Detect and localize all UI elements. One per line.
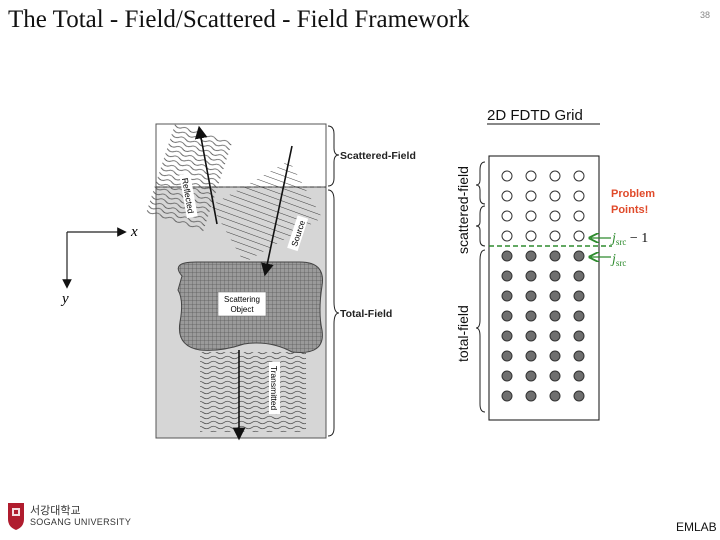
scattered-field-point [549,190,561,202]
total-field-point [501,250,513,262]
transmitted-label: Transmitted [269,366,279,411]
fdtd-grid-diagram: 2D FDTD Grid scattered-field total-field… [455,107,655,421]
total-field-point [573,390,585,402]
axis-y-label: y [60,291,69,307]
transmitted-wave-band [200,352,306,432]
scattering-object-label-line1: Scattering [224,295,260,304]
total-field-point [525,250,537,262]
scattering-object-label-box [217,291,267,317]
total-field-point [501,390,513,402]
scattered-field-point [573,170,585,182]
total-field-point [525,310,537,322]
total-field-point [549,370,561,382]
total-field-point [501,290,513,302]
total-field-point [549,270,561,282]
logo-name-english: SOGANG UNIVERSITY [30,517,132,527]
total-field-point [549,310,561,322]
scattered-brace-lower [475,205,486,247]
total-field-point [501,330,513,342]
problem-note-line1: Problem [611,188,655,200]
total-field-point [525,290,537,302]
scattered-field-brace [327,125,340,187]
total-field-point [549,330,561,342]
total-field-point [549,390,561,402]
footer-brand: EMLAB [676,520,717,534]
source-arrow [261,145,293,277]
scattered-field-point [573,190,585,202]
total-field-point [501,310,513,322]
page-number: 38 [700,10,711,20]
scattered-field-point [501,190,513,202]
scattered-field-side-label: scattered-field [455,166,471,254]
scattered-field-point [525,190,537,202]
grid-points [501,170,585,402]
logo-name-korean: 서강대학교 [30,505,81,517]
total-field-label: Total-Field [340,308,392,320]
total-field-point [573,270,585,282]
scattered-field-point [501,170,513,182]
total-field-point [549,290,561,302]
total-field-point [573,330,585,342]
total-field-point [573,310,585,322]
scattered-field-point [525,170,537,182]
scattered-field-point [501,230,513,242]
total-field-point [501,350,513,362]
scattered-field-point [549,230,561,242]
total-field-point [573,370,585,382]
scattered-field-point [549,210,561,222]
scattering-object-label-line2: Object [230,305,254,314]
total-field-brace [327,189,340,437]
reflected-arrow [194,125,218,225]
total-field-point [501,270,513,282]
university-crest-icon [8,503,24,530]
scattered-field-point [501,210,513,222]
axes-indicator: x y [60,224,138,307]
total-brace [475,249,486,413]
total-field-point [525,350,537,362]
grid-title: 2D FDTD Grid [487,107,583,124]
total-field-point [573,290,585,302]
total-field-point [525,270,537,282]
scattered-field-point [525,230,537,242]
total-field-point [525,390,537,402]
total-field-point [549,350,561,362]
total-field-point [525,370,537,382]
total-field-point [501,370,513,382]
left-diagram: x y Scattering Object Reflected [60,122,416,441]
scattered-field-point [549,170,561,182]
scattered-brace-upper [475,161,486,205]
scattered-field-point [573,230,585,242]
source-wave-band [211,160,323,263]
jsrc-label: jsrc [610,252,626,268]
axis-x-label: x [130,224,138,240]
university-logo: 서강대학교 SOGANG UNIVERSITY [6,500,131,534]
total-field-point [573,350,585,362]
total-field-side-label: total-field [455,305,471,362]
total-field-point [525,330,537,342]
scattered-field-point [525,210,537,222]
problem-note-line2: Points! [611,204,648,216]
total-field-point [549,250,561,262]
slide-title: The Total - Field/Scattered - Field Fram… [8,6,470,33]
scattered-field-label: Scattered-Field [340,150,416,162]
jsrc-minus-1-label: jsrc − 1 [610,231,648,247]
scattered-field-point [573,210,585,222]
total-field-point [573,250,585,262]
